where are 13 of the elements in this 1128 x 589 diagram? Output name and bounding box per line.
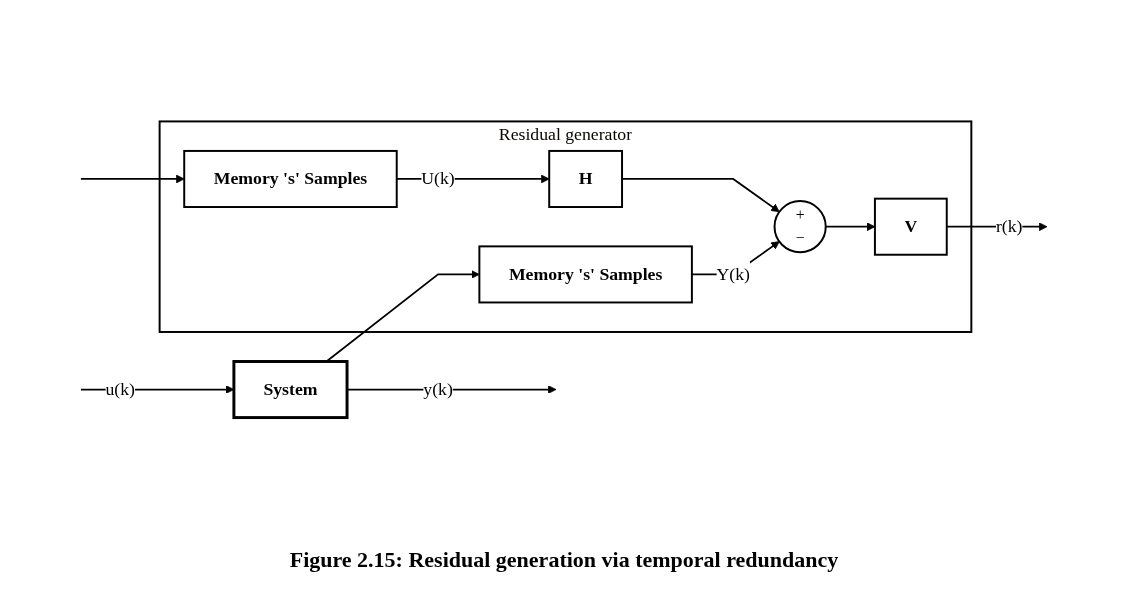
node-box: H <box>548 149 624 208</box>
figure-caption: Figure 2.15: Residual generation via temporal redundancy <box>289 547 839 573</box>
node-box: V <box>873 197 948 256</box>
edge-label: Y(k) <box>716 264 750 284</box>
node-box: Memory 's' Samples <box>478 245 693 304</box>
edge-label: r(k) <box>995 216 1023 237</box>
arrow <box>80 174 185 184</box>
node-box: Memory 's' Samples <box>183 149 398 208</box>
edge-label: y(k) <box>423 379 453 399</box>
edge-label: u(k) <box>105 379 136 399</box>
edge-label: U(k) <box>421 168 455 189</box>
node-box: System <box>232 360 349 420</box>
node-circle: + − <box>773 200 827 254</box>
